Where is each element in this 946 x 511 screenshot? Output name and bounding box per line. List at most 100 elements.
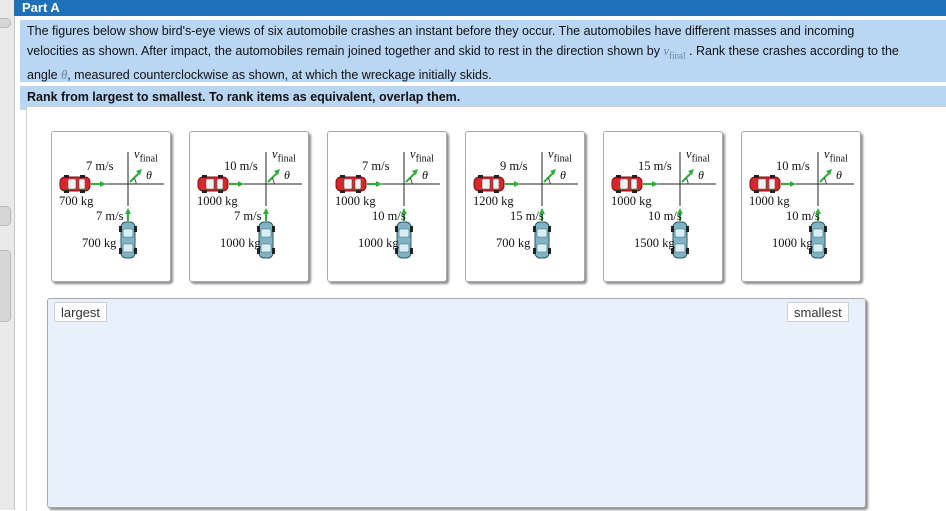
final-subscript: final bbox=[669, 50, 686, 60]
crash-diagram bbox=[749, 152, 854, 259]
blue-car bbox=[533, 221, 551, 259]
vfinal-arrow bbox=[405, 171, 417, 183]
theta-label: θ bbox=[146, 168, 152, 182]
vfinal-arrowhead bbox=[826, 169, 832, 175]
red-car bbox=[197, 175, 229, 193]
car2-speed: 10 m/s bbox=[372, 209, 406, 223]
blue-car bbox=[809, 221, 827, 259]
ranking-dropzone[interactable] bbox=[47, 298, 866, 508]
car1-mass: 1000 kg bbox=[197, 194, 238, 208]
question-text-segment: . Rank these crashes according to the bbox=[689, 43, 899, 58]
vfinal-arrow bbox=[681, 171, 693, 183]
left-rail bbox=[0, 0, 15, 510]
car1-arrowhead bbox=[514, 181, 520, 187]
vfinal-label: vfinal bbox=[548, 147, 572, 165]
red-car bbox=[335, 175, 367, 193]
part-header[interactable]: Part A bbox=[14, 0, 946, 16]
car1-mass: 1000 kg bbox=[611, 194, 652, 208]
car2-mass: 700 kg bbox=[496, 236, 531, 250]
car1-mass: 700 kg bbox=[59, 194, 94, 208]
car2-mass: 1000 kg bbox=[358, 236, 399, 250]
crash-tile[interactable]: 7 m/s 1000 kg 10 m/s 1000 kg vfinal θ bbox=[327, 131, 447, 282]
vfinal-symbol: v bbox=[824, 147, 830, 161]
car2-speed: 10 m/s bbox=[648, 209, 682, 223]
question-text-segment: , measured counterclockwise as shown, at… bbox=[67, 67, 492, 82]
car1-mass: 1000 kg bbox=[749, 194, 790, 208]
question-text-segment: angle bbox=[27, 67, 58, 82]
theta-label: θ bbox=[698, 168, 704, 182]
vfinal-label: vfinal bbox=[134, 147, 158, 165]
car2-mass: 700 kg bbox=[82, 236, 117, 250]
vfinal-symbol: v bbox=[272, 147, 278, 161]
angle-arc bbox=[547, 177, 551, 185]
car2-arrowhead bbox=[263, 208, 269, 214]
angle-arc bbox=[133, 177, 137, 185]
rail-tab[interactable] bbox=[0, 250, 11, 322]
vfinal-subscript: final bbox=[277, 153, 296, 165]
question-line-1: The figures below show bird's-eye views … bbox=[27, 24, 855, 38]
car2-arrowhead bbox=[539, 208, 545, 214]
car1-arrowhead bbox=[790, 181, 796, 187]
red-car bbox=[59, 175, 91, 193]
car2-speed: 7 m/s bbox=[96, 209, 124, 223]
car1-arrowhead bbox=[376, 181, 382, 187]
car1-arrowhead bbox=[100, 181, 106, 187]
car2-arrowhead bbox=[677, 208, 683, 214]
car2-arrowhead bbox=[125, 208, 131, 214]
blue-car bbox=[257, 221, 275, 259]
crash-diagram bbox=[59, 152, 164, 259]
vfinal-label: vfinal bbox=[410, 147, 434, 165]
crash-diagram bbox=[197, 152, 302, 259]
theta-label: θ bbox=[422, 168, 428, 182]
question-text-segment: velocities as shown. After impact, the a… bbox=[27, 43, 660, 58]
angle-arc bbox=[409, 177, 413, 185]
car2-arrowhead bbox=[401, 208, 407, 214]
theta-label: θ bbox=[560, 168, 566, 182]
red-car bbox=[611, 175, 643, 193]
vfinal-symbol: v bbox=[410, 147, 416, 161]
vfinal-arrow bbox=[267, 171, 279, 183]
v-symbol: v bbox=[663, 43, 670, 58]
vfinal-arrowhead bbox=[274, 169, 280, 175]
car1-speed: 10 m/s bbox=[224, 159, 258, 173]
crash-tile[interactable]: 15 m/s 1000 kg 10 m/s 1500 kg vfinal θ bbox=[603, 131, 723, 282]
theta-label: θ bbox=[836, 168, 842, 182]
rail-tab[interactable] bbox=[0, 18, 11, 28]
crash-tile[interactable]: 10 m/s 1000 kg 7 m/s 1000 kg vfinal θ bbox=[189, 131, 309, 282]
question-line-2: velocities as shown. After impact, the a… bbox=[27, 42, 946, 66]
largest-label: largest bbox=[54, 302, 108, 322]
crash-tile[interactable]: 9 m/s 1200 kg 15 m/s 700 kg vfinal θ bbox=[465, 131, 585, 282]
car1-speed: 15 m/s bbox=[638, 159, 672, 173]
vfinal-symbol: v bbox=[548, 147, 554, 161]
vfinal-arrowhead bbox=[136, 169, 142, 175]
smallest-label: smallest bbox=[787, 302, 849, 322]
car1-mass: 1000 kg bbox=[335, 194, 376, 208]
car1-speed: 7 m/s bbox=[362, 159, 390, 173]
blue-car bbox=[671, 221, 689, 259]
blue-car bbox=[119, 221, 137, 259]
crash-diagram bbox=[611, 152, 716, 259]
crash-tile[interactable]: 7 m/s 700 kg 7 m/s 700 kg vfinal θ bbox=[51, 131, 171, 282]
angle-arc bbox=[823, 177, 827, 185]
vfinal-subscript: final bbox=[829, 153, 848, 165]
blue-car bbox=[395, 221, 413, 259]
angle-arc bbox=[685, 177, 689, 185]
vfinal-arrowhead bbox=[412, 169, 418, 175]
crash-diagram bbox=[335, 152, 440, 259]
angle-arc bbox=[271, 177, 275, 185]
vfinal-subscript: final bbox=[553, 153, 572, 165]
car1-mass: 1200 kg bbox=[473, 194, 514, 208]
car1-speed: 10 m/s bbox=[776, 159, 810, 173]
rail-tab[interactable] bbox=[0, 206, 11, 226]
vfinal-arrowhead bbox=[688, 169, 694, 175]
car2-arrowhead bbox=[815, 208, 821, 214]
v-final-symbol: vfinal bbox=[663, 43, 686, 61]
vfinal-label: vfinal bbox=[272, 147, 296, 165]
car1-speed: 7 m/s bbox=[86, 159, 114, 173]
vfinal-arrow bbox=[543, 171, 555, 183]
crash-tile[interactable]: 10 m/s 1000 kg 10 m/s 1000 kg vfinal θ bbox=[741, 131, 861, 282]
vfinal-arrowhead bbox=[550, 169, 556, 175]
vfinal-subscript: final bbox=[691, 153, 710, 165]
theta-symbol: θ bbox=[61, 67, 68, 82]
vfinal-symbol: v bbox=[134, 147, 140, 161]
